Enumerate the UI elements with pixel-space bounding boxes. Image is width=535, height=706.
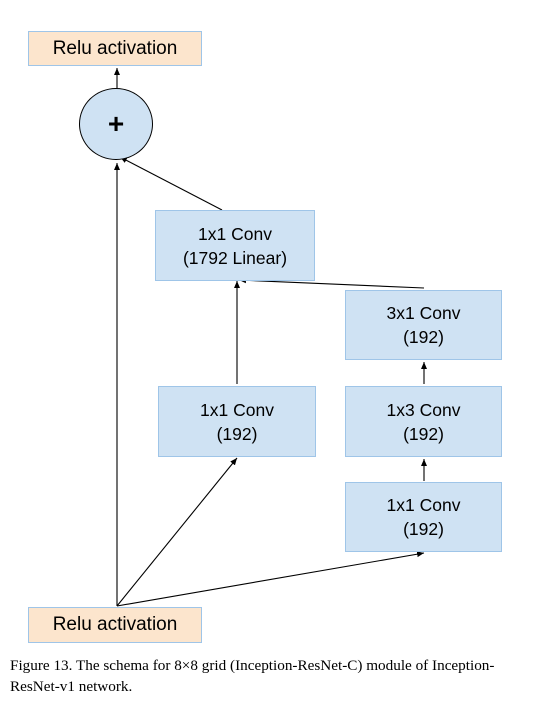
arrow-to-left-conv bbox=[116, 457, 238, 607]
plus-symbol: + bbox=[107, 108, 125, 139]
bottom-relu-label: Relu activation bbox=[52, 614, 178, 635]
top-relu-label: Relu activation bbox=[52, 37, 178, 59]
conv-3x1-type: 3x1 Conv bbox=[386, 303, 461, 323]
conv-1x1-left-channels: (192) bbox=[216, 423, 258, 444]
conv-1x3: 1x3 Conv (192) bbox=[345, 386, 502, 457]
top-relu-activation: Relu activation bbox=[28, 31, 202, 66]
arrow-to-right-conv bbox=[116, 551, 425, 607]
conv-1x1-left: 1x1 Conv (192) bbox=[158, 386, 316, 457]
conv-3x1: 3x1 Conv (192) bbox=[345, 290, 502, 360]
conv-1x1-right-type: 1x1 Conv bbox=[386, 495, 461, 515]
conv-1x1-linear-channels: (1792 Linear) bbox=[182, 247, 288, 268]
conv-1x3-type: 1x3 Conv bbox=[386, 399, 461, 420]
arrow-3x1-to-linear bbox=[238, 277, 425, 289]
add-node: + bbox=[79, 88, 153, 160]
conv-1x1-right: 1x1 Conv (192) bbox=[345, 482, 502, 552]
conv-1x1-right-channels: (192) bbox=[403, 519, 444, 539]
conv-1x1-linear-type: 1x1 Conv bbox=[198, 223, 272, 244]
conv-1x1-left-type: 1x1 Conv bbox=[200, 399, 274, 420]
conv-3x1-channels: (192) bbox=[403, 327, 444, 347]
conv-1x3-channels: (192) bbox=[403, 423, 444, 444]
arrow-linear-to-add bbox=[119, 156, 223, 211]
conv-1x1-linear: 1x1 Conv (1792 Linear) bbox=[155, 210, 315, 281]
figure-caption: Figure 13. The schema for 8×8 grid (Ince… bbox=[10, 657, 495, 695]
bottom-relu-activation: Relu activation bbox=[28, 607, 202, 643]
